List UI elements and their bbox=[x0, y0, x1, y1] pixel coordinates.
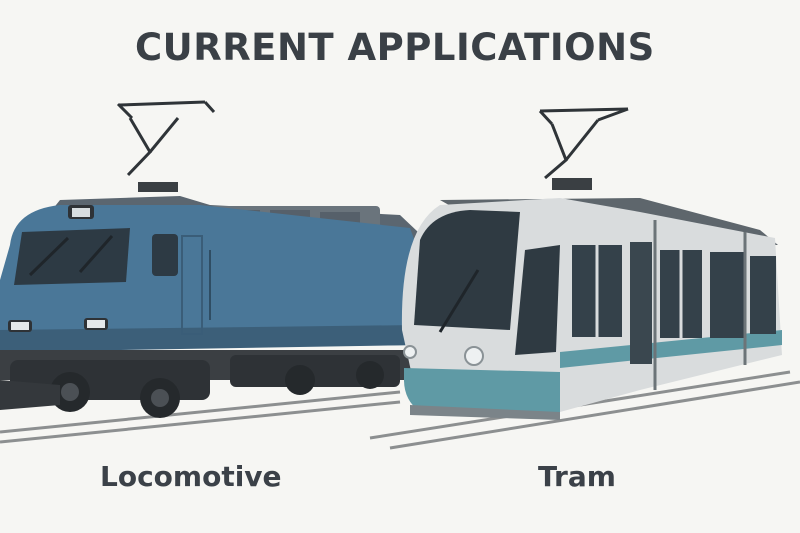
tram-icon bbox=[401, 107, 782, 420]
tram-label: Tram bbox=[538, 460, 616, 493]
page-title: CURRENT APPLICATIONS bbox=[135, 26, 655, 69]
electric-locomotive-icon bbox=[0, 100, 418, 418]
locomotive-label: Locomotive bbox=[100, 460, 282, 493]
